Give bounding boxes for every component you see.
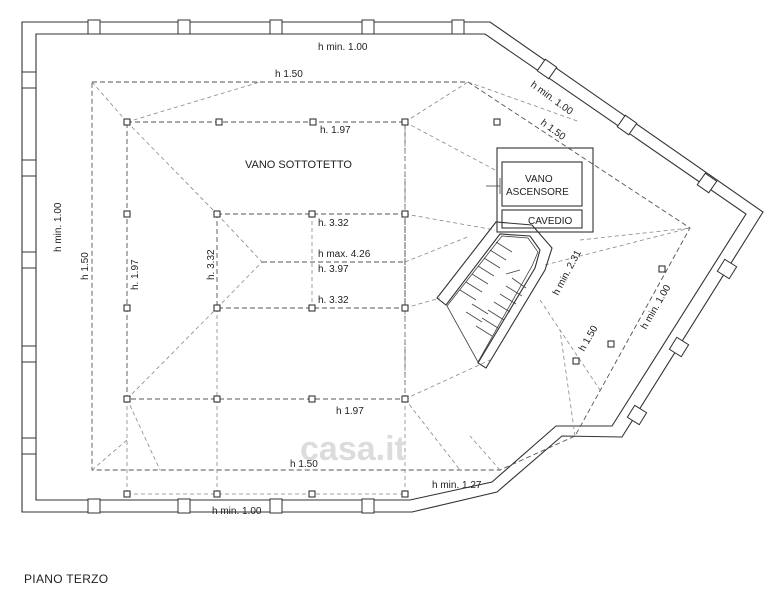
- label-diag-right-outer: h min. 1.00: [639, 283, 673, 332]
- label-ridge-max: h max. 4.26: [318, 249, 371, 260]
- label-diag-right-inner: h 1.50: [577, 324, 601, 354]
- room-lift-line2: ASCENSORE: [506, 187, 569, 198]
- watermark: casa.it: [300, 430, 406, 468]
- label-left-wall-height: h min. 1.00: [53, 202, 64, 252]
- label-bottom-wall-height: h min. 1.00: [212, 506, 262, 517]
- label-bottom-right-height: h min. 1.27: [432, 480, 482, 491]
- label-diag-top-outer: h min. 1.00: [528, 80, 575, 118]
- room-shaft: CAVEDIO: [528, 216, 572, 227]
- room-attic: VANO SOTTOTETTO: [245, 159, 352, 171]
- label-ring197-bottom: h 1.97: [336, 406, 364, 417]
- label-ring332-left: h. 3.32: [206, 249, 217, 280]
- label-stair-side: h min. 2.31: [551, 248, 584, 297]
- plan-caption: PIANO TERZO: [24, 572, 108, 586]
- room-lift-line1: VANO: [525, 174, 553, 185]
- staircase: [436, 221, 553, 369]
- lift-core: [486, 147, 594, 233]
- wall-piers: [21, 19, 738, 514]
- label-top-wall-height: h min. 1.00: [318, 42, 368, 53]
- label-ring197-left: h. 1.97: [130, 259, 141, 290]
- structural-posts: [123, 118, 666, 498]
- label-left-inner-height: h 1.50: [80, 252, 91, 280]
- label-ring197-top: h. 1.97: [320, 125, 351, 136]
- label-bottom-inner-height: h 1.50: [290, 459, 318, 470]
- hip-lines: [91, 81, 691, 495]
- label-ridge-397: h. 3.97: [318, 264, 349, 275]
- label-ring332-top: h. 3.32: [318, 218, 349, 229]
- label-diag-top-inner: h 1.50: [538, 118, 567, 143]
- height-150-line: [91, 81, 691, 471]
- label-ring332-bottom: h. 3.32: [318, 295, 349, 306]
- height-332-ring: [216, 213, 406, 309]
- label-top-inner-height: h 1.50: [275, 69, 303, 80]
- outer-walls: [21, 19, 764, 514]
